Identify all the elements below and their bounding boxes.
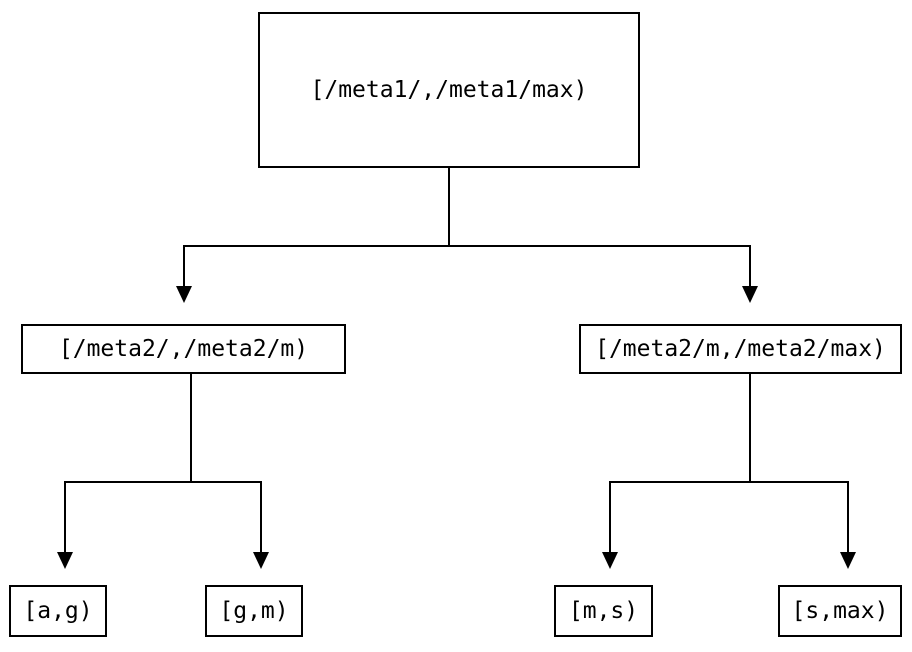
node-leaf-s-max-label: [s,max) <box>791 597 889 624</box>
arrowhead-root-to-mid-right <box>742 286 758 303</box>
node-leaf-m-s-label: [m,s) <box>568 597 639 624</box>
edge-mid-right-stem <box>749 374 751 482</box>
node-mid-right[interactable]: [/meta2/m,/meta2/max) <box>579 324 902 374</box>
edge-mid-right-crossbar <box>609 481 848 483</box>
node-leaf-s-max[interactable]: [s,max) <box>778 585 902 637</box>
node-leaf-g-m-label: [g,m) <box>219 597 289 624</box>
node-leaf-a-g[interactable]: [a,g) <box>9 585 107 637</box>
edge-mid-left-stem <box>190 374 192 482</box>
edge-root-to-mid-right-drop <box>749 245 751 287</box>
node-mid-left[interactable]: [/meta2/,/meta2/m) <box>21 324 346 374</box>
edge-root-stem <box>448 168 450 246</box>
arrowhead-root-to-mid-left <box>176 286 192 303</box>
node-leaf-g-m[interactable]: [g,m) <box>205 585 303 637</box>
arrowhead-mid-left-to-leaf2 <box>253 552 269 569</box>
node-leaf-a-g-label: [a,g) <box>23 597 93 624</box>
node-mid-right-label: [/meta2/m,/meta2/max) <box>595 335 886 362</box>
arrowhead-mid-left-to-leaf1 <box>57 552 73 569</box>
node-leaf-m-s[interactable]: [m,s) <box>554 585 653 637</box>
arrowhead-mid-right-to-leaf4 <box>840 552 856 569</box>
node-mid-left-label: [/meta2/,/meta2/m) <box>58 335 309 362</box>
edge-root-to-mid-left-drop <box>183 245 185 287</box>
edge-mid-left-to-leaf2-drop <box>260 481 262 553</box>
arrowhead-mid-right-to-leaf3 <box>602 552 618 569</box>
edge-mid-left-to-leaf1-drop <box>64 481 66 553</box>
node-root[interactable]: [/meta1/,/meta1/max) <box>258 12 640 168</box>
edge-mid-left-crossbar <box>64 481 262 483</box>
edge-mid-right-to-leaf4-drop <box>847 481 849 553</box>
node-root-label: [/meta1/,/meta1/max) <box>310 76 588 103</box>
edge-mid-right-to-leaf3-drop <box>609 481 611 553</box>
edge-root-crossbar <box>183 245 751 247</box>
